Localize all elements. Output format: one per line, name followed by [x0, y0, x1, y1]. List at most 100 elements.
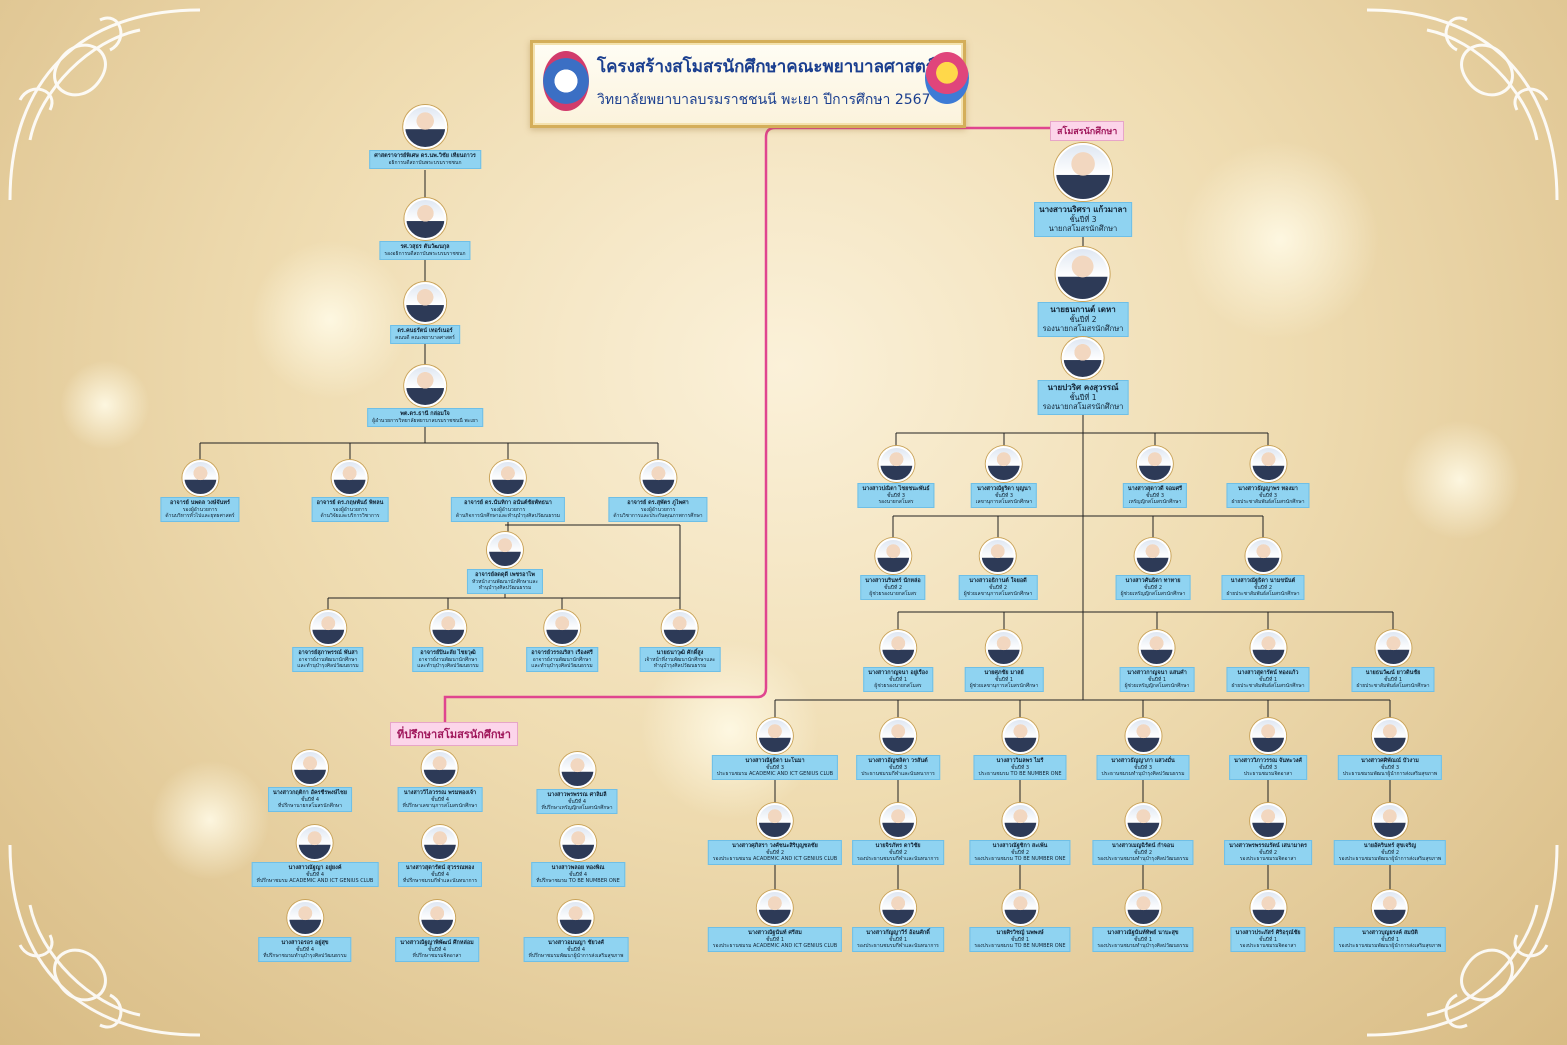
- avatar: [1124, 803, 1161, 839]
- node-label: นายธนวัฒน์ ยาวดินชัย ชั้นปีที่ 1 ฝ่ายประ…: [1351, 667, 1435, 693]
- org-node: อาจารย์ ดร.กฤษพันธ์ พิทลน รองผู้อำนวยการ…: [311, 460, 389, 523]
- node-name: นางสาววิไลวรรณ พรมทองเจ้า: [403, 790, 477, 796]
- student-club-tag: สโมสรนักศึกษา: [1050, 121, 1125, 141]
- node-role: รองประธานชมรม TO BE NUMBER ONE: [974, 943, 1066, 950]
- org-node: ศาสตราจารย์พิเศษ ดร.นพ.วิชัย เทียนถาวร อ…: [369, 105, 481, 170]
- node-name: นางสาวบุญยรงค์ สมบัติ: [1362, 930, 1418, 936]
- node-role: รองประธานชมรมพัฒนาผู้นำการส่งเสริมสุขภาพ: [1338, 856, 1442, 863]
- avatar: [1371, 803, 1408, 839]
- node-name: นางสาวศันธิดา ทาทาย: [1125, 578, 1181, 584]
- node-name: อาจารย์ ดร.นันทิกา อนันต์ชัยพัทธนา: [464, 500, 552, 506]
- node-label: นางสาวศันธิดา ทาทาย ชั้นปีที่ 2 ผู้ช่วยเ…: [1115, 575, 1191, 601]
- node-role: รองประธานชมรม ACADEMIC AND ICT GENIUS CL…: [712, 856, 838, 863]
- org-node: นางสาวธัญญาพร ทองมา ชั้นปีที่ 3 ฝ่ายประช…: [1226, 446, 1310, 509]
- avatar: [558, 752, 595, 788]
- node-role: อธิการบดีสถาบันพระบรมราชชนก: [388, 159, 462, 166]
- node-name: นางสาวณัฐนันท์ทิพย์ นาบะสุข: [1107, 930, 1179, 936]
- node-year: ชั้นปีที่ 2: [765, 849, 785, 856]
- node-label: นางสาวอธิกานต์ ใจยอดี ชั้นปีที่ 2 ผู้ช่ว…: [958, 575, 1038, 601]
- org-node: นางสาวสุดารัตน์ ทองแก้ว ชั้นปีที่ 1 ฝ่าย…: [1226, 630, 1310, 693]
- node-label: ศาสตราจารย์พิเศษ ดร.นพ.วิชัย เทียนถาวร อ…: [369, 150, 481, 170]
- avatar: [544, 610, 580, 646]
- node-year: ชั้นปีที่ 3: [1380, 764, 1400, 771]
- node-year: ชั้นปีที่ 1: [888, 676, 908, 683]
- node-role: ประธานชมรม TO BE NUMBER ONE: [978, 771, 1062, 778]
- node-role: ประธานชมรม ACADEMIC AND ICT GENIUS CLUB: [716, 771, 834, 778]
- node-year: ชั้นปีที่ 2: [1258, 849, 1278, 856]
- avatar: [1249, 630, 1286, 666]
- node-name: อาจารย์ ดร.กฤษพันธ์ พิทลน: [316, 500, 384, 506]
- node-name: นางสาวปณิตา ไชยชนะพันธ์: [862, 486, 930, 492]
- node-label: อาจารย์ ดร.สุพัตร ภูไพศา รองผู้อำนวยการ …: [608, 497, 708, 523]
- avatar: [487, 532, 523, 568]
- avatar: [287, 900, 323, 936]
- org-node: นางสาวณัฐริดา บุญนา ชั้นปีที่ 3 เลขานุกา…: [970, 446, 1038, 509]
- node-label: อาจารย์ นพดล วงษ์จันทร์ รองผู้อำนวยการ ด…: [160, 497, 240, 523]
- node-name: พต.ดร.ธานี กล่อมใจ: [400, 411, 450, 417]
- node-year: ชั้นปีที่ 4: [568, 871, 588, 878]
- node-name: นายจิรภัทร ดาวิชัย: [875, 843, 921, 849]
- org-node: อาจารย์ลดดุดี เพชรอาไพ หัวหน้างานพัฒนานั…: [466, 532, 544, 595]
- org-node: อาจารย์ปินะลัย ไชยวุฒิ อาจารย์งานพัฒนานั…: [412, 610, 484, 673]
- avatar: [1125, 718, 1161, 754]
- avatar: [1001, 718, 1038, 754]
- node-role: รองประธานชมรมจิตอาสา: [1239, 943, 1297, 950]
- node-name: นางสาวนรินทร์ นักหล่อ: [865, 578, 921, 584]
- node-role: อาจารย์งานพัฒนานักศึกษา: [418, 656, 478, 663]
- node-name: นางสาวอรอร อยู่สุข: [281, 940, 329, 946]
- node-label: นายศุภชัย มาลย์ ชั้นปีที่ 1 ผู้ช่วยเลขาน…: [964, 667, 1044, 693]
- node-name: นายศิรวิชญ์ นพพงษ์: [996, 930, 1044, 936]
- node-role: รองประธานชมรมจิตอาสา: [1239, 856, 1297, 863]
- node-year: ชั้นปีที่ 1: [1258, 936, 1278, 943]
- node-name: นายอัครินทร์ สุขเจริญ: [1363, 843, 1417, 849]
- node-year: ชั้นปีที่ 4: [430, 871, 450, 878]
- node-role: เจ้าหน้าที่งานพัฒนานักศึกษาและ: [644, 656, 716, 663]
- node-name: อาจารย์สุภาพรรณ์ พันสา: [298, 650, 358, 656]
- node-role: ด้านวิจัยและบริการวิชาการ: [320, 513, 380, 520]
- node-name: นายธนวัฒน์ ยาวดินชัย: [1365, 670, 1421, 676]
- emblem-logo: [925, 52, 969, 104]
- node-name: นางสาวอธิกานต์ ใจยอดี: [969, 578, 1027, 584]
- node-role: และทำนุบำรุงศิลปวัฒนธรรม: [417, 663, 479, 670]
- avatar: [559, 825, 596, 861]
- node-role: ผู้ช่วยเหรัญญิกสโมสรนักศึกษา: [1124, 683, 1190, 690]
- node-role: ด้านวิชาการและประกันคุณภาพการศึกษา: [613, 513, 703, 520]
- node-role: นายกสโมสรนักศึกษา: [1048, 224, 1118, 234]
- node-label: นายธนาวุฒิ ศักดิ์สูง เจ้าหน้าที่งานพัฒนา…: [639, 647, 721, 673]
- node-role: เลขานุการสโมสรนักศึกษา: [975, 499, 1033, 506]
- avatar: [757, 803, 793, 839]
- node-role: ทำนุบำรุงศิลปวัฒนธรรม: [653, 663, 707, 670]
- node-role: ที่ปรึกษาชมรม ACADEMIC AND ICT GENIUS CL…: [256, 878, 374, 885]
- node-label: นางสาวกาญจนา แสนคำ ชั้นปีที่ 1 ผู้ช่วยเห…: [1119, 667, 1195, 693]
- node-role: รองนายกสโมสรนักศึกษา: [1042, 402, 1124, 412]
- org-node: นายปวริศ คงสุวรรณ์ ชั้นปีที่ 1 รองนายกสโ…: [1037, 337, 1129, 415]
- node-year: ชั้นปีที่ 2: [1253, 584, 1273, 591]
- node-role: ประธานชมรมทำนุบำรุงศิลปวัฒนธรรม: [1101, 771, 1185, 778]
- avatar: [404, 198, 446, 240]
- avatar: [1054, 143, 1112, 201]
- org-node: นายศุภชัย มาลย์ ชั้นปีที่ 1 ผู้ช่วยเลขาน…: [964, 630, 1044, 693]
- node-label: นายปวริศ คงสุวรรณ์ ชั้นปีที่ 1 รองนายกสโ…: [1037, 380, 1129, 415]
- node-year: ชั้นปีที่ 4: [300, 796, 320, 803]
- node-role: ผู้ช่วยเลขานุการสโมสรนักศึกษา: [969, 683, 1039, 690]
- avatar: [661, 610, 698, 646]
- node-role: ที่ปรึกษาเหรัญญิกสโมสรนักศึกษา: [541, 805, 613, 812]
- node-name: นางสาวณัฐชิกา สะเพ้น: [992, 843, 1048, 849]
